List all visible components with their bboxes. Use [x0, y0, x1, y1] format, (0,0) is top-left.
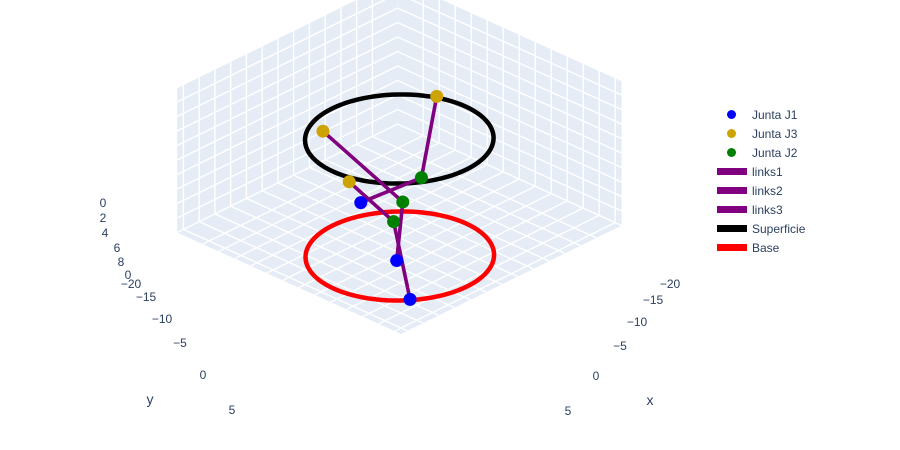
legend-label: Junta J2 — [752, 145, 798, 160]
grid-line — [397, 21, 622, 125]
grid-line — [234, 149, 456, 260]
z-tick-label: 0 — [125, 268, 132, 282]
junta-j1-point — [403, 292, 417, 306]
legend-label: links1 — [752, 164, 783, 179]
grid-line — [372, 135, 597, 239]
x-tick-label: −20 — [660, 277, 681, 291]
legend-marker-swatch — [716, 124, 748, 143]
grid-line — [246, 197, 471, 301]
grid-line — [293, 174, 518, 278]
legend-item[interactable]: Base — [716, 238, 805, 257]
grid-line — [176, 108, 398, 219]
junta-j3-point — [342, 175, 356, 189]
grid-line — [176, 94, 398, 205]
grid-line — [298, 178, 520, 289]
junta-j3-point — [430, 89, 444, 103]
grid-line — [176, 123, 398, 234]
legend-line-swatch — [716, 219, 748, 238]
legend-marker-swatch — [716, 105, 748, 124]
grid-line — [340, 151, 566, 255]
grid-line — [397, 36, 622, 140]
legend-label: Junta J1 — [752, 107, 798, 122]
y-axis-title: y — [147, 391, 154, 407]
grid-line — [397, 7, 622, 111]
legend-line-swatch — [716, 162, 748, 181]
legend-item[interactable]: links3 — [716, 200, 805, 219]
legend-label: links3 — [752, 202, 783, 217]
z-tick-label: 8 — [118, 255, 125, 269]
x-tick-label: −10 — [627, 315, 648, 329]
legend-line-swatch — [716, 238, 748, 257]
grid-line — [176, 21, 398, 132]
grid-line — [394, 221, 616, 332]
grid-line — [218, 142, 440, 252]
junta-j1-point — [354, 196, 368, 210]
x-tick-label: −5 — [613, 339, 627, 353]
grid-line — [330, 192, 552, 303]
z-tick-label: 2 — [100, 211, 107, 225]
x-axis-title: x — [647, 392, 654, 408]
y-tick-label: −5 — [173, 336, 187, 350]
grid-line — [250, 156, 472, 267]
legend-label: Superficie — [752, 221, 806, 236]
grid-line — [277, 182, 503, 286]
y-tick-label: −15 — [136, 290, 157, 304]
x-tick-label: 5 — [565, 404, 572, 418]
grid-line — [176, 65, 398, 176]
junta-j3-point — [316, 124, 330, 138]
base-ring — [303, 209, 497, 303]
scene-back-wall-y — [397, 0, 622, 226]
y-tick-label: −20 — [121, 277, 142, 291]
legend-item[interactable]: Junta J3 — [716, 124, 805, 143]
grid-line — [397, 65, 622, 169]
chart-legend[interactable]: Junta J1 Junta J3 Junta J2 links1 links2 link… — [716, 105, 805, 257]
junta-j2-point — [396, 195, 410, 209]
legend-item[interactable]: Superficie — [716, 219, 805, 238]
grid-line — [183, 228, 408, 332]
legend-line-swatch — [716, 181, 748, 200]
grid-line — [397, 108, 622, 212]
grid-line — [324, 159, 550, 262]
y-tick-label: 0 — [200, 368, 207, 382]
z-tick-label: 0 — [100, 196, 107, 210]
legend-marker-swatch — [716, 143, 748, 162]
grid-line — [410, 0, 622, 96]
grid-line — [202, 134, 424, 245]
grid-line — [176, 0, 386, 103]
scene-back-wall-x — [177, 0, 398, 233]
z-tick-label: 6 — [114, 241, 121, 255]
grid-line — [176, 7, 398, 118]
legend-item[interactable]: Junta J1 — [716, 105, 805, 124]
legend-item[interactable]: Junta J2 — [716, 143, 805, 162]
grid-lines — [176, 0, 622, 332]
z-tick-label: 4 — [102, 226, 109, 240]
legend-line-swatch — [716, 200, 748, 219]
grid-line — [176, 0, 357, 89]
grid-line — [176, 50, 398, 161]
grid-line — [230, 205, 455, 309]
x-tick-label: −15 — [643, 293, 664, 307]
legend-label: Junta J3 — [752, 126, 798, 141]
grid-line — [397, 123, 622, 227]
y-tick-label: −10 — [152, 312, 173, 326]
legend-item[interactable]: links1 — [716, 162, 805, 181]
grid-line — [397, 50, 622, 154]
grid-line — [176, 36, 398, 147]
grid-line — [346, 200, 568, 310]
grid-line — [314, 185, 536, 296]
superficie-ring — [302, 92, 496, 186]
junta-j2-point — [387, 215, 401, 229]
legend-item[interactable]: links2 — [716, 181, 805, 200]
grid-line — [442, 0, 622, 82]
junta-j1-point — [390, 254, 404, 268]
legend-label: links2 — [752, 183, 783, 198]
legend-label: Base — [752, 240, 780, 255]
grid-line — [261, 190, 487, 293]
y-tick-label: 5 — [229, 403, 236, 417]
junta-j2-point — [414, 171, 428, 185]
x-tick-label: 0 — [593, 369, 600, 383]
grid-line — [356, 143, 581, 247]
